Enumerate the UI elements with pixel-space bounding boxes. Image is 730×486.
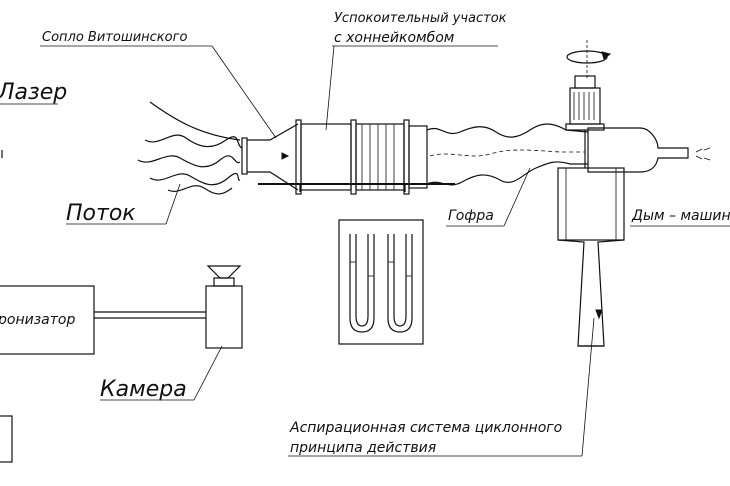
- flow-streamlines: [137, 101, 243, 195]
- corrugation-label: Гофра: [448, 208, 494, 224]
- camera-label: Камера: [100, 377, 187, 402]
- cyclone-separator: [557, 127, 711, 347]
- synchronizer-box: [0, 285, 206, 355]
- camera-body: [205, 277, 243, 349]
- settling-label-1: Успокоительный участок: [334, 11, 507, 26]
- manometer-icon: [338, 219, 424, 345]
- bottom-left-box: [0, 415, 13, 463]
- corrugated-hose: [426, 123, 589, 186]
- rotation-arrow-icon: [566, 40, 612, 78]
- nozzle-label: Сопло Витошинского: [42, 30, 187, 45]
- settling-label-2: с хоннейкомбом: [334, 30, 455, 46]
- settling-chamber: [258, 119, 455, 195]
- funnel-icon: [206, 265, 242, 279]
- smoke-machine-label: Дым – машин: [631, 208, 730, 224]
- leader-lines: [0, 45, 730, 457]
- laser-label: Лазер: [0, 80, 67, 105]
- aspiration-label-2: принципа действия: [290, 440, 436, 456]
- synchronizer-label: ронизатор: [0, 312, 75, 328]
- flow-label: Поток: [66, 201, 136, 226]
- motor-icon: [565, 75, 605, 168]
- aspiration-label-1: Аспирационная система циклонного: [289, 420, 562, 436]
